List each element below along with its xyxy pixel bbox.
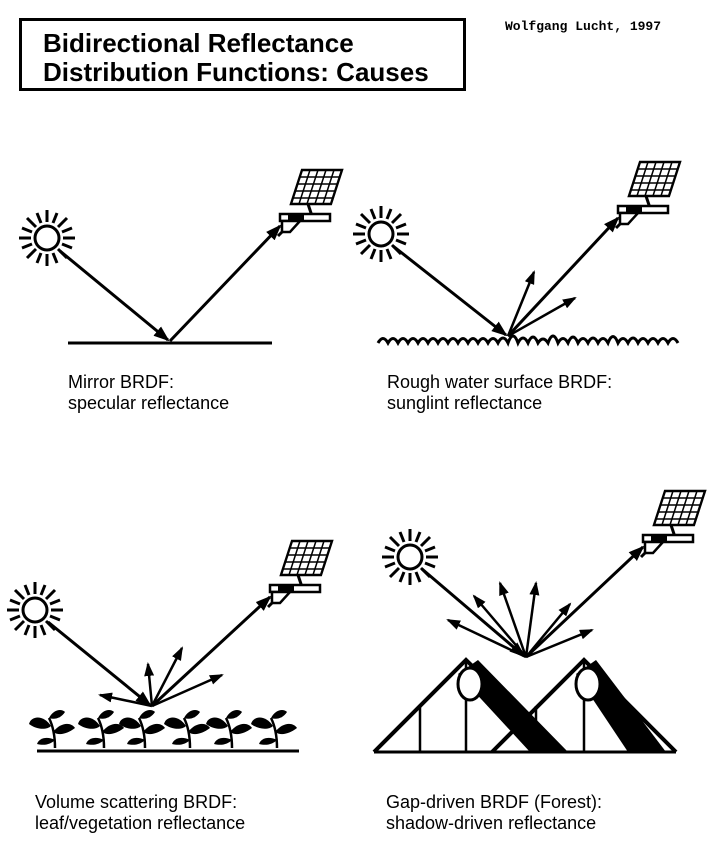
scatter-ray <box>151 673 224 708</box>
wavy-water-surface <box>376 334 680 347</box>
plant-icon <box>117 708 167 750</box>
shadow-band <box>458 660 568 752</box>
satellite-icon <box>266 539 334 609</box>
plant-icon <box>76 708 126 750</box>
panel-rough-water <box>351 160 682 347</box>
plant-icon <box>27 708 77 750</box>
caption-volume: Volume scattering BRDF: leaf/vegetation … <box>35 792 245 834</box>
caption-rough-water: Rough water surface BRDF: sunglint refle… <box>387 372 612 414</box>
scatter-ray <box>472 594 527 658</box>
plant-icon <box>249 708 299 750</box>
reflected-ray <box>168 224 282 343</box>
caption-gap: Gap-driven BRDF (Forest): shadow-driven … <box>386 792 602 834</box>
caption-gap-line-1: Gap-driven BRDF (Forest): <box>386 792 603 812</box>
scatter-ray <box>506 270 536 337</box>
scatter-ray <box>98 692 153 708</box>
title-box: Bidirectional Reflectance Distribution F… <box>19 18 466 91</box>
incident-ray <box>59 249 170 342</box>
satellite-icon <box>614 160 682 230</box>
caption-rough-water-line-1: Rough water surface BRDF: <box>387 372 613 392</box>
panel-gap <box>372 489 707 754</box>
scatter-ray <box>507 296 577 338</box>
caption-gap-line-2: shadow-driven reflectance <box>386 813 597 833</box>
caption-rough-water-line-2: sunglint reflectance <box>387 393 543 413</box>
incident-ray <box>392 244 508 337</box>
caption-mirror-line-2: specular reflectance <box>68 393 230 413</box>
page-title-line-1: Bidirectional Reflectance <box>43 28 354 58</box>
scatter-ray <box>150 646 184 707</box>
view-ray <box>150 595 272 708</box>
panel-mirror <box>17 168 344 345</box>
glint-ray <box>506 216 620 338</box>
incident-ray <box>47 620 152 707</box>
caption-volume-line-1: Volume scattering BRDF: <box>35 792 238 812</box>
author-credit: Wolfgang Lucht, 1997 <box>505 19 662 34</box>
scatter-ray <box>446 618 527 659</box>
scatter-ray <box>498 581 528 658</box>
caption-mirror-line-1: Mirror BRDF: <box>68 372 174 392</box>
satellite-icon <box>276 168 344 238</box>
panel-volume <box>5 539 334 753</box>
satellite-icon <box>639 489 707 559</box>
scatter-ray <box>525 602 572 658</box>
caption-mirror: Mirror BRDF: specular reflectance <box>68 372 229 414</box>
sun-icon <box>5 580 65 640</box>
plant-icon <box>204 708 254 750</box>
caption-volume-line-2: leaf/vegetation reflectance <box>35 813 246 833</box>
incident-ray <box>421 567 526 658</box>
plant-icon <box>162 708 212 750</box>
page-title-line-2: Distribution Functions: Causes <box>43 57 429 87</box>
view-ray <box>524 545 645 659</box>
scatter-ray <box>525 628 594 659</box>
scatter-ray <box>524 581 540 658</box>
scatter-ray <box>144 662 155 707</box>
